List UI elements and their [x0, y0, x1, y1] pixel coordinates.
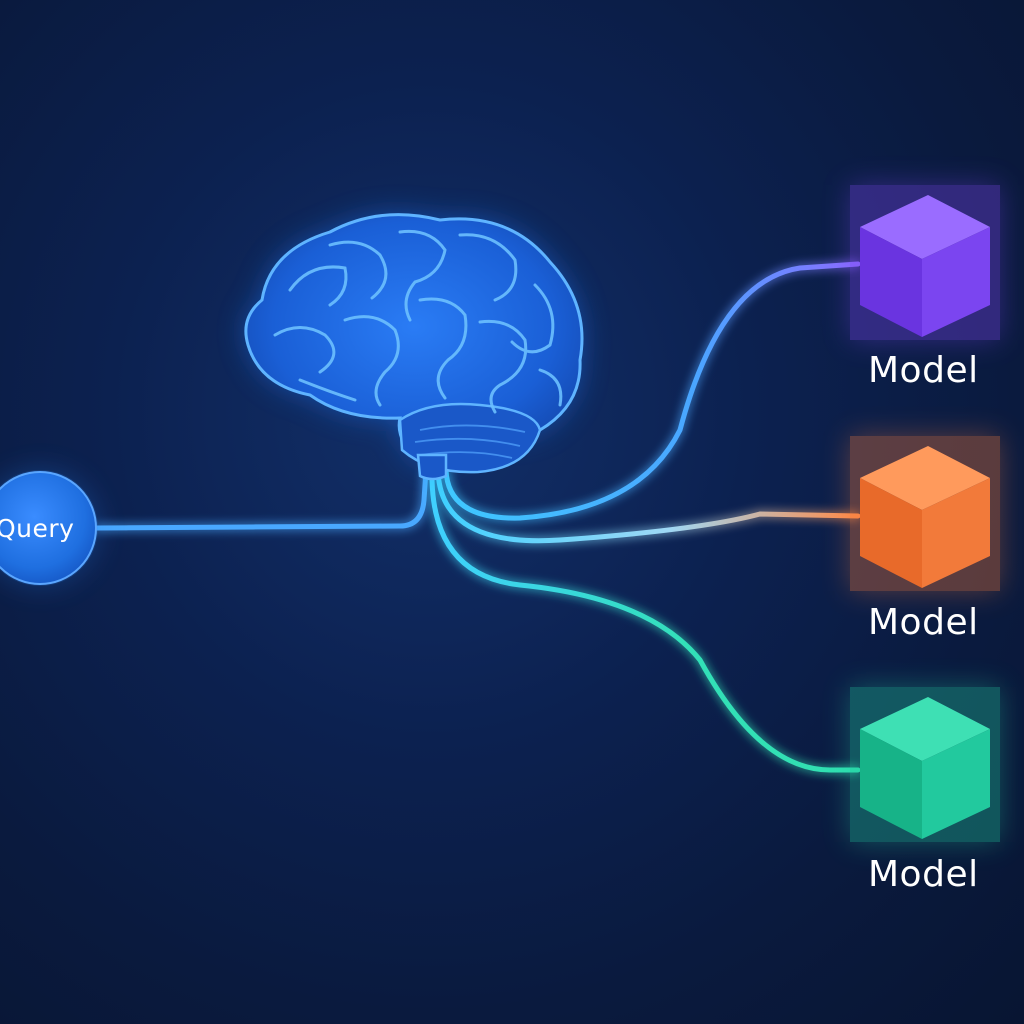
model-label-3: Model [868, 854, 979, 895]
query-connector [93, 467, 429, 531]
model-label-2: Model [868, 602, 979, 643]
model-cube-2[interactable] [850, 436, 1000, 591]
connector-model-3 [429, 467, 861, 773]
connector-model-2 [435, 467, 861, 544]
query-node[interactable] [0, 470, 98, 586]
model-cube-3[interactable] [850, 687, 1000, 842]
model-label-1: Model [868, 350, 979, 391]
brain-icon [244, 213, 584, 481]
connector-model-1 [443, 261, 861, 521]
model-cube-1[interactable] [850, 185, 1000, 340]
query-label: Query [0, 514, 75, 543]
